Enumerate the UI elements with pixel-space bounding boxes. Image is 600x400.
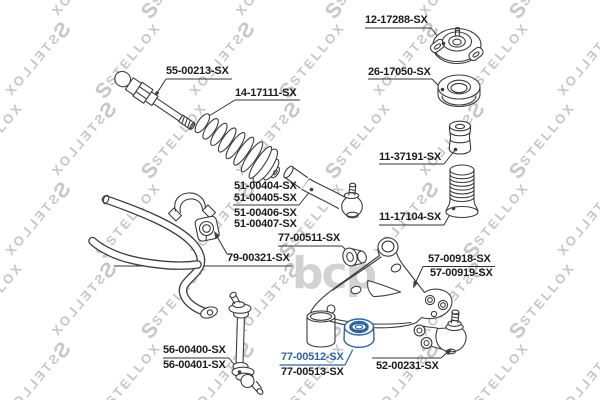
part-label-rear-bushing-selected[interactable]: 77-00512-SX: [281, 351, 344, 363]
tie-rod-end-drawing: [283, 165, 363, 219]
strut-mount-drawing: [429, 27, 484, 64]
leader-lines: [114, 27, 495, 372]
ball-joint-drawing: [413, 309, 467, 355]
inner-tie-rod-drawing: [114, 70, 196, 130]
part-label-bump-stop[interactable]: 11-37191-SX: [379, 151, 442, 163]
part-label-steering-boot[interactable]: 14-17111-SX: [235, 87, 297, 99]
part-label-tie-rod-end-a[interactable]: 51-00404-SX: [234, 180, 297, 192]
part-label-stabilizer-bushing[interactable]: 79-00321-SX: [227, 252, 290, 264]
stabilizer-bar-drawing: [88, 194, 218, 319]
part-label-tie-rod-end-b[interactable]: 51-00405-SX: [234, 192, 297, 204]
part-label-tie-rod-end-d[interactable]: 51-00407-SX: [234, 218, 297, 230]
part-label-control-arm-a[interactable]: 57-00918-SX: [428, 253, 491, 265]
steering-boot-drawing: [194, 113, 280, 183]
strut-bearing-drawing: [437, 74, 481, 108]
control-arm-drawing: [306, 237, 453, 348]
part-label-control-arm-b[interactable]: 57-00919-SX: [430, 267, 493, 279]
part-label-strut-bearing[interactable]: 26-17050-SX: [368, 66, 431, 78]
stabilizer-bushing-drawing: [194, 215, 220, 242]
stabilizer-bracket-drawing: [167, 192, 217, 222]
part-label-arm-front-bushing[interactable]: 77-00511-SX: [278, 232, 341, 244]
part-label-dust-boot[interactable]: 11-17104-SX: [379, 211, 442, 223]
part-label-rear-bushing-alt[interactable]: 77-00513-SX: [281, 366, 344, 378]
highlighted-leader-line: [279, 349, 354, 366]
part-label-strut-mount[interactable]: 12-17288-SX: [365, 14, 428, 26]
part-label-stab-link-b[interactable]: 56-00401-SX: [163, 359, 226, 371]
bump-stop-drawing: [448, 120, 472, 155]
stabilizer-link-drawing: [228, 291, 264, 395]
dust-boot-drawing: [445, 164, 479, 219]
part-label-tie-rod-end-c[interactable]: 51-00406-SX: [234, 207, 297, 219]
highlighted-bushing-drawing[interactable]: [279, 318, 375, 366]
leader-marks: [155, 41, 458, 374]
part-label-inner-tie-rod[interactable]: 55-00213-SX: [166, 65, 229, 77]
part-label-stab-link-a[interactable]: 56-00400-SX: [163, 344, 226, 356]
part-label-ball-joint[interactable]: 52-00231-SX: [376, 360, 439, 372]
small-bushing-drawing: [342, 247, 367, 267]
control-arm-fill: [307, 239, 452, 342]
